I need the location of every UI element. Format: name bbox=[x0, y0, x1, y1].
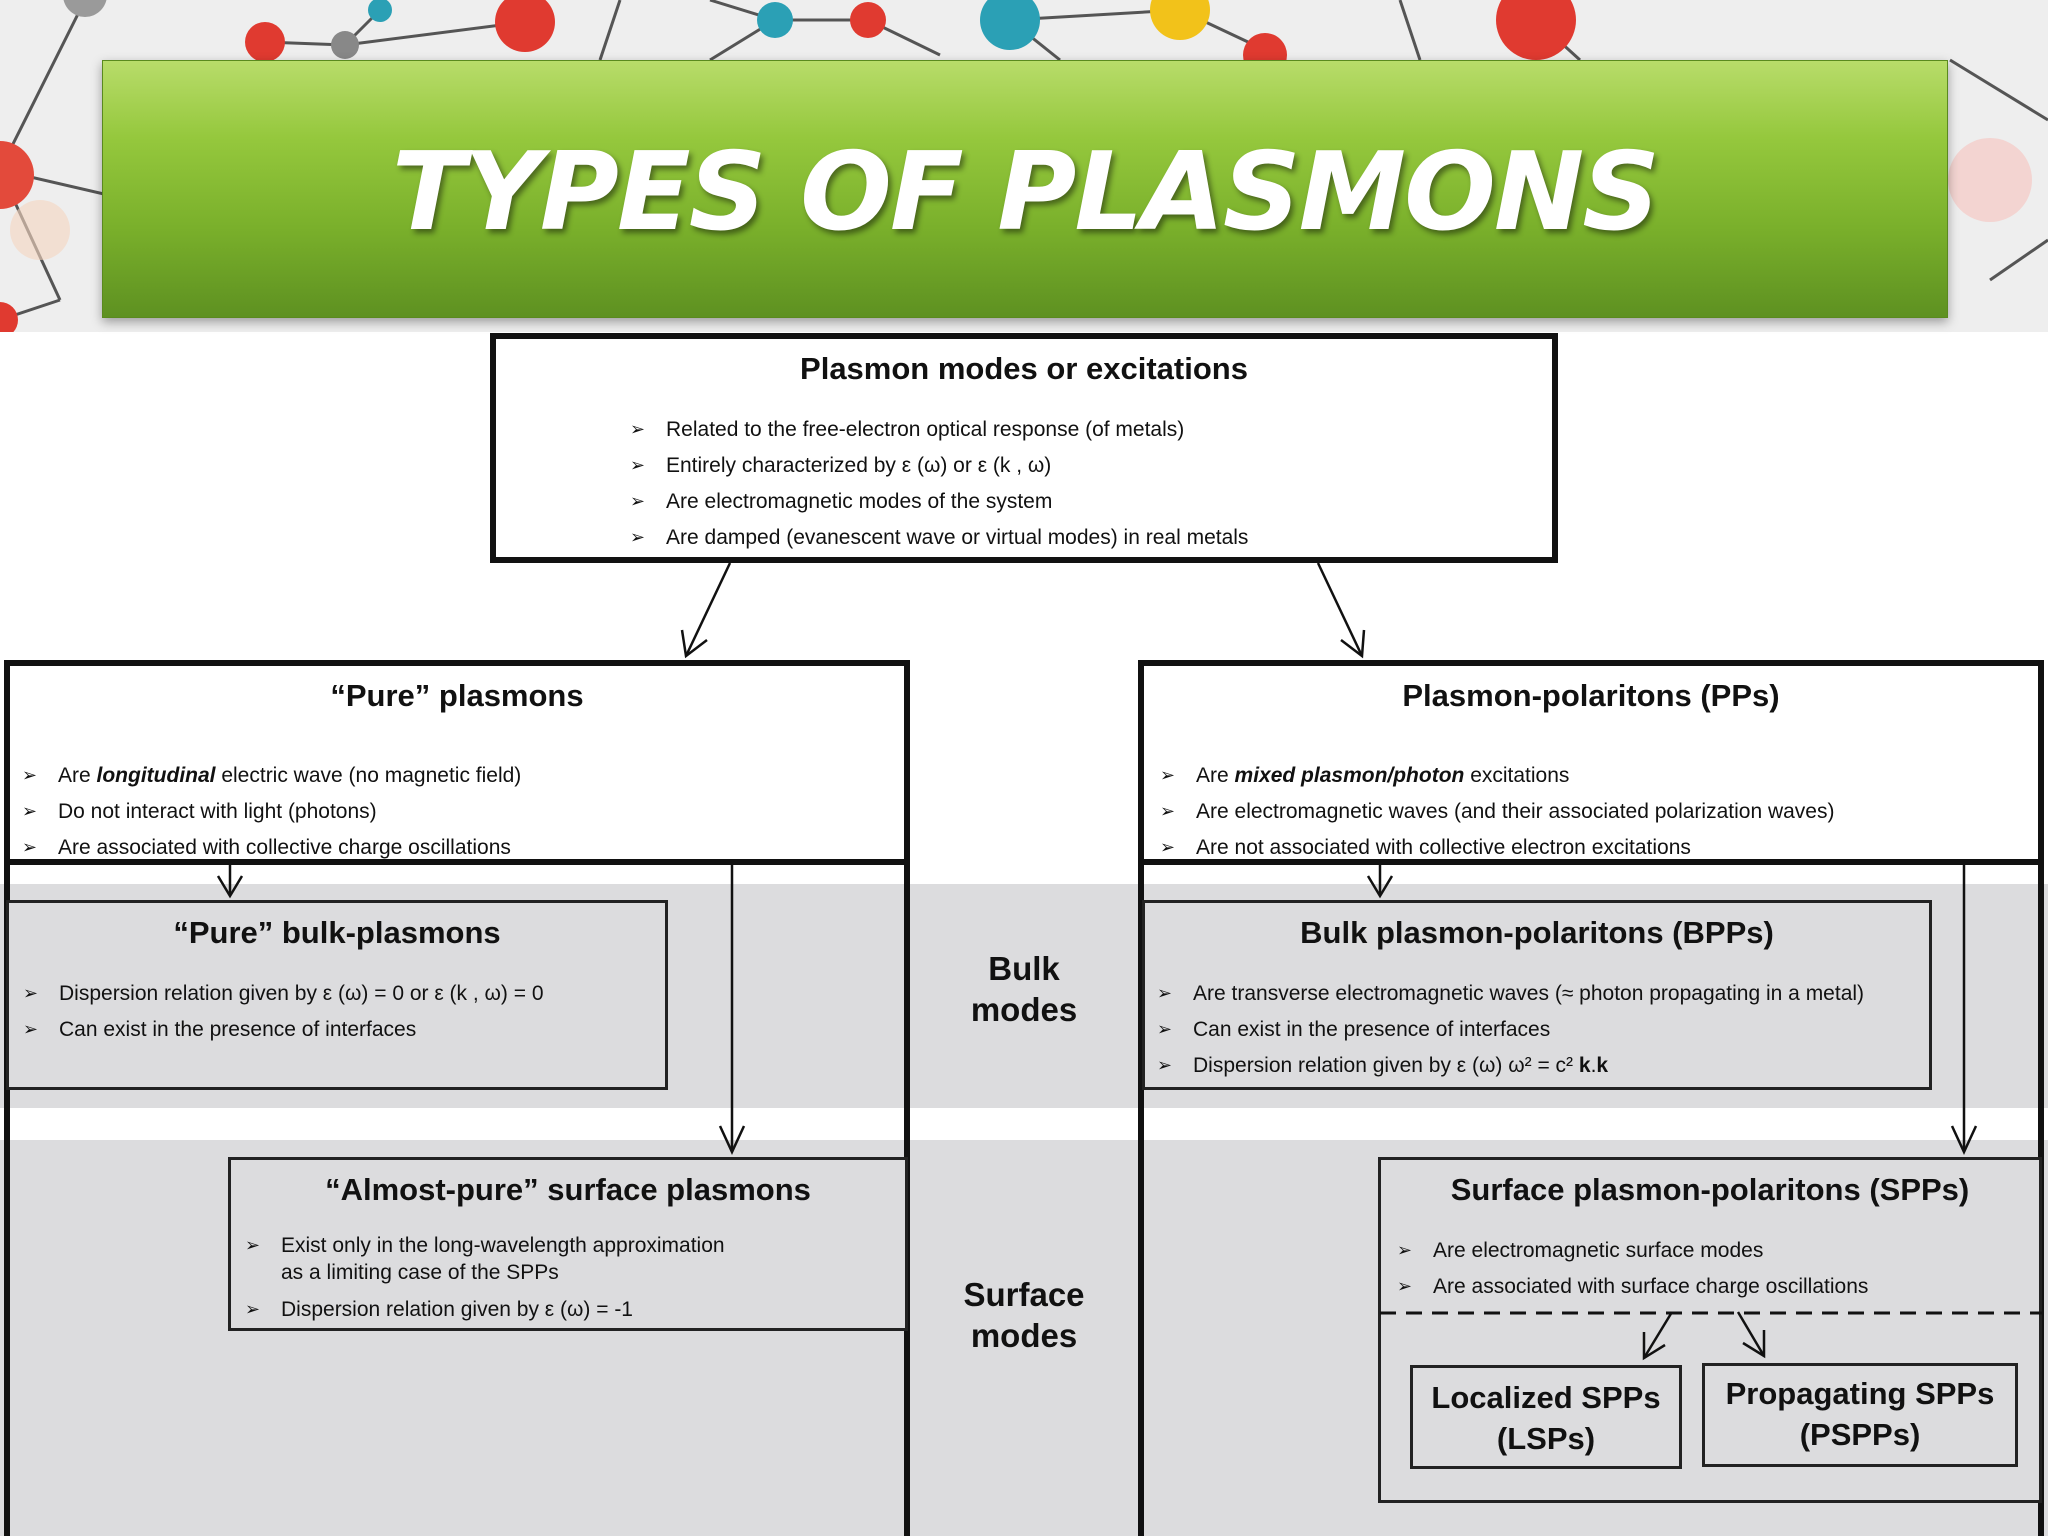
pure-bulk-bullet: Can exist in the presence of interfaces bbox=[23, 1012, 544, 1048]
pp-heading: Plasmon-polaritons (PPs) bbox=[1402, 678, 1780, 713]
bpp-bullet: Are transverse electromagnetic waves (≈ … bbox=[1157, 976, 1864, 1012]
localized-spp-box: Localized SPPs(LSPs) bbox=[1410, 1365, 1682, 1469]
pure-heading: “Pure” plasmons bbox=[330, 678, 584, 713]
lsp-label: Localized SPPs(LSPs) bbox=[1431, 1380, 1661, 1456]
pure-bulk-heading: “Pure” bulk-plasmons bbox=[173, 915, 501, 950]
pp-bullets: Are mixed plasmon/photon excitations Are… bbox=[1160, 758, 1834, 866]
pure-bullet: Do not interact with light (photons) bbox=[22, 794, 521, 830]
pure-bullet: Are associated with collective charge os… bbox=[22, 830, 521, 866]
title-banner bbox=[102, 60, 1948, 318]
root-bullet: Are damped (evanescent wave or virtual m… bbox=[630, 520, 1248, 556]
pure-bullets: Are longitudinal electric wave (no magne… bbox=[22, 758, 521, 866]
bpp-heading: Bulk plasmon-polaritons (BPPs) bbox=[1300, 915, 1774, 950]
pure-bullet: Are longitudinal electric wave (no magne… bbox=[22, 758, 521, 794]
almost-pure-bullet: Dispersion relation given by ε (ω) = -1 bbox=[245, 1296, 725, 1323]
bpp-bullet: Can exist in the presence of interfaces bbox=[1157, 1012, 1864, 1048]
spp-bullet: Are electromagnetic surface modes bbox=[1397, 1233, 1868, 1269]
almost-pure-surface-box: “Almost-pure” surface plasmons Exist onl… bbox=[228, 1157, 908, 1331]
almost-pure-heading: “Almost-pure” surface plasmons bbox=[325, 1172, 811, 1207]
root-box: Plasmon modes or excitations Related to … bbox=[490, 333, 1558, 563]
pp-bullet: Are not associated with collective elect… bbox=[1160, 830, 1834, 866]
pure-bulk-bullets: Dispersion relation given by ε (ω) = 0 o… bbox=[23, 976, 544, 1048]
pure-plasmons-box: “Pure” plasmons Are longitudinal electri… bbox=[4, 660, 910, 866]
root-bullet: Are electromagnetic modes of the system bbox=[630, 484, 1248, 520]
root-bullet: Related to the free-electron optical res… bbox=[630, 412, 1248, 448]
root-heading: Plasmon modes or excitations bbox=[800, 351, 1248, 386]
pp-bullet: Are electromagnetic waves (and their ass… bbox=[1160, 794, 1834, 830]
spp-bullets: Are electromagnetic surface modes Are as… bbox=[1397, 1233, 1868, 1305]
root-bullet: Entirely characterized by ε (ω) or ε (k … bbox=[630, 448, 1248, 484]
molecule-pattern bbox=[0, 0, 2048, 332]
spp-heading: Surface plasmon-polaritons (SPPs) bbox=[1450, 1172, 1970, 1207]
pure-bulk-plasmons-box: “Pure” bulk-plasmons Dispersion relation… bbox=[6, 900, 668, 1090]
slide-title: TYPES OF PLASMONS bbox=[391, 130, 1660, 255]
almost-pure-bullet: Exist only in the long-wavelength approx… bbox=[245, 1232, 725, 1286]
bpp-bullet: Dispersion relation given by ε (ω) ω² = … bbox=[1157, 1048, 1864, 1084]
spp-bullet: Are associated with surface charge oscil… bbox=[1397, 1269, 1868, 1305]
pspp-label: Propagating SPPs(PSPPs) bbox=[1725, 1376, 1995, 1452]
root-bullets: Related to the free-electron optical res… bbox=[630, 412, 1248, 556]
pp-bullet: Are mixed plasmon/photon excitations bbox=[1160, 758, 1834, 794]
bpp-bullets: Are transverse electromagnetic waves (≈ … bbox=[1157, 976, 1864, 1084]
pure-bulk-bullet: Dispersion relation given by ε (ω) = 0 o… bbox=[23, 976, 544, 1012]
plasmon-polaritons-box: Plasmon-polaritons (PPs) Are mixed plasm… bbox=[1138, 660, 2044, 866]
propagating-spp-box: Propagating SPPs(PSPPs) bbox=[1702, 1363, 2018, 1467]
bulk-plasmon-polaritons-box: Bulk plasmon-polaritons (BPPs) Are trans… bbox=[1142, 900, 1932, 1090]
almost-pure-bullets: Exist only in the long-wavelength approx… bbox=[245, 1232, 725, 1323]
